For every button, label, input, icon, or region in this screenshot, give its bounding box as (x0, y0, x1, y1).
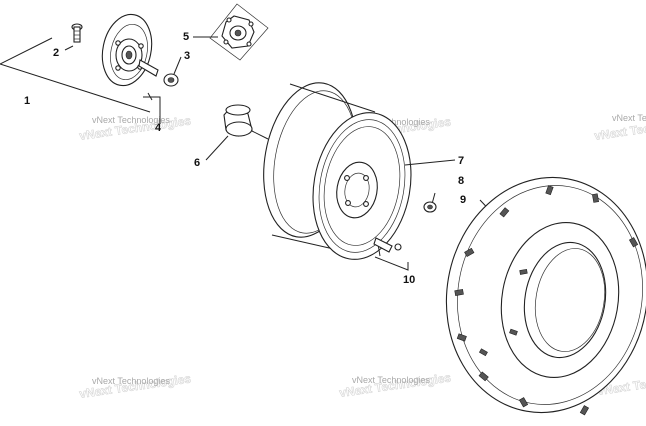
valve-stem (373, 237, 409, 271)
callout-4: 4 (155, 122, 162, 134)
watermark-1: vNext Technologies (92, 115, 170, 125)
callout-10: 10 (403, 274, 415, 286)
watermark-3: vNext Technologies (612, 113, 646, 123)
callout-9: 9 (460, 194, 466, 206)
callout-3: 3 (184, 50, 190, 62)
callout-5: 5 (183, 31, 189, 43)
bolt-part (64, 23, 83, 51)
wheel-rim (263, 82, 456, 260)
castle-nut (163, 56, 182, 87)
callout-6: 6 (194, 157, 200, 169)
tread-blocks (454, 185, 639, 416)
hub-plate (193, 3, 269, 61)
hub-cap (205, 104, 269, 161)
watermark-5: vNext Technologies (352, 375, 430, 385)
hub-assembly (0, 13, 159, 113)
watermark-4: vNext Technologies (92, 376, 170, 386)
callout-8: 8 (458, 175, 464, 187)
lug-nut (423, 192, 437, 213)
cotter-pin (143, 92, 161, 124)
callout-7: 7 (458, 155, 464, 167)
callout-labels: 1 2 3 4 5 6 7 8 9 10 (24, 31, 466, 286)
callout-1: 1 (24, 95, 30, 107)
callout-2: 2 (53, 47, 59, 59)
tire (445, 176, 646, 416)
